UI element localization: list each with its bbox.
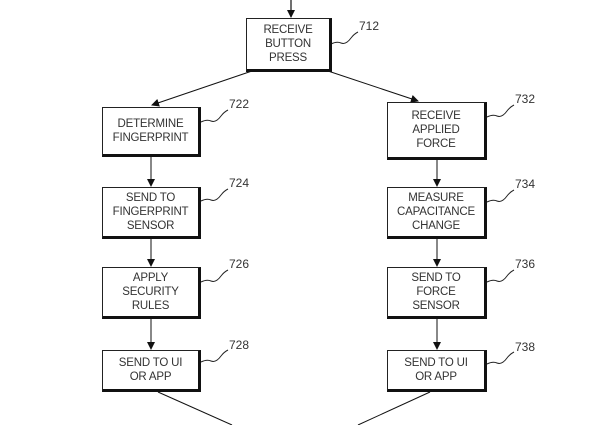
- node-label: DETERMINE FINGERPRINT: [112, 118, 189, 144]
- node-receive-applied-force: RECEIVE APPLIED FORCE: [387, 102, 487, 160]
- node-receive-button-press: RECEIVE BUTTON PRESS: [246, 18, 332, 72]
- ref-number: 738: [515, 340, 536, 354]
- node-apply-security-rules: APPLY SECURITY RULES: [102, 267, 201, 319]
- node-label: MEASURE CAPACITANCE CHANGE: [397, 192, 475, 232]
- node-label: SEND TO FINGERPRINT SENSOR: [112, 192, 189, 232]
- edge-712-732: [327, 70, 419, 103]
- edge-728-end: [157, 391, 233, 425]
- ref-number: 712: [359, 19, 380, 33]
- node-label: SEND TO FORCE SENSOR: [411, 272, 461, 312]
- node-label: APPLY SECURITY RULES: [122, 272, 179, 312]
- leader-722: [200, 109, 229, 123]
- node-label: RECEIVE BUTTON PRESS: [263, 24, 313, 64]
- leader-738: [486, 351, 515, 365]
- node-label: SEND TO UI OR APP: [404, 357, 468, 383]
- edge-712-722: [151, 70, 253, 107]
- leader-736: [486, 269, 515, 283]
- ref-number: 722: [229, 97, 250, 111]
- ref-number: 734: [515, 177, 536, 191]
- node-measure-capacitance-change: MEASURE CAPACITANCE CHANGE: [387, 187, 487, 239]
- leader-724: [200, 188, 229, 202]
- node-determine-fingerprint: DETERMINE FINGERPRINT: [102, 107, 201, 157]
- node-send-to-force-sensor: SEND TO FORCE SENSOR: [387, 267, 487, 319]
- node-send-to-ui-or-app-left: SEND TO UI OR APP: [102, 350, 201, 392]
- edge-738-end: [357, 391, 431, 425]
- ref-number: 724: [229, 176, 250, 190]
- leader-712: [330, 31, 359, 45]
- leader-726: [200, 269, 229, 283]
- node-send-to-ui-or-app-right: SEND TO UI OR APP: [387, 350, 487, 392]
- leader-728: [200, 349, 229, 363]
- ref-number: 736: [515, 257, 536, 271]
- ref-number: 728: [229, 338, 250, 352]
- node-send-to-fingerprint-sensor: SEND TO FINGERPRINT SENSOR: [102, 187, 201, 239]
- ref-number: 726: [229, 257, 250, 271]
- node-label: SEND TO UI OR APP: [118, 357, 183, 383]
- leader-734: [486, 189, 515, 203]
- node-label: RECEIVE APPLIED FORCE: [411, 110, 461, 150]
- ref-number: 732: [515, 92, 536, 106]
- leader-732: [486, 104, 515, 118]
